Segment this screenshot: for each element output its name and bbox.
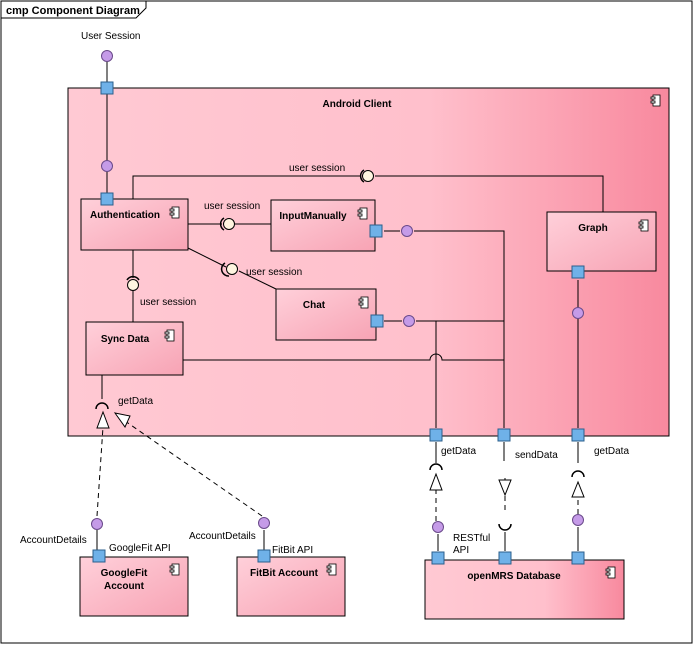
fitbit-api-port[interactable] xyxy=(257,549,271,563)
fitbit-account-component[interactable] xyxy=(236,556,346,617)
googlefit-realization xyxy=(96,426,104,517)
auth-graph-req-wire xyxy=(132,175,360,199)
sync-data-title: Sync Data xyxy=(101,334,150,345)
sync-getdata-label: getData xyxy=(118,396,153,407)
googlefit-account-details-label: AccountDetails xyxy=(20,535,87,546)
restful-label-line1: RESTful xyxy=(453,533,490,544)
googlefit-arrowhead xyxy=(96,410,110,429)
graph-session-ball xyxy=(362,170,374,182)
sync-session-socket xyxy=(126,275,140,281)
openmrs-getdata-arrowhead xyxy=(429,472,443,491)
input-senddata-wire xyxy=(414,230,505,428)
openmrs-senddata-port[interactable] xyxy=(498,551,512,565)
input-session-socket xyxy=(219,217,225,231)
googlefit-title-line1: GoogleFit xyxy=(101,568,148,579)
auth-chat-wire xyxy=(187,247,227,268)
openmrs-restful-port[interactable] xyxy=(431,551,445,565)
user-session-top-label: User Session xyxy=(81,31,140,42)
frame-tab xyxy=(1,1,147,19)
googlefit-api-label: GoogleFit API xyxy=(109,543,171,554)
fitbit-account-details-label: AccountDetails xyxy=(189,531,256,542)
input-manually-title: InputManually xyxy=(279,211,347,222)
graph-getdata-label: getData xyxy=(594,446,629,457)
graph-provided xyxy=(572,307,584,319)
android-client-title: Android Client xyxy=(323,99,393,110)
frame-title: cmp Component Diagram xyxy=(6,5,140,17)
graph-getdata-socket xyxy=(571,470,585,478)
input-manually-port[interactable] xyxy=(369,224,383,238)
chat-getdata-socket xyxy=(429,463,443,471)
authentication-component[interactable] xyxy=(80,198,189,251)
graph-session-wire xyxy=(375,175,604,212)
sync-session-label: user session xyxy=(140,297,196,308)
input-session-ball xyxy=(223,218,235,230)
openmrs-restful-provided xyxy=(432,521,444,533)
android-session-port[interactable] xyxy=(100,81,114,95)
chat-title: Chat xyxy=(303,300,326,311)
chat-getdata-label: getData xyxy=(441,446,476,457)
auth-session-port[interactable] xyxy=(100,192,114,206)
graph-title: Graph xyxy=(578,223,607,234)
graph-session-label: user session xyxy=(289,163,345,174)
graph-component[interactable] xyxy=(546,211,657,272)
input-manually-component[interactable] xyxy=(270,199,376,252)
fitbit-api-label: FitBit API xyxy=(272,545,313,556)
chat-session-wire xyxy=(238,270,277,290)
chat-session-socket xyxy=(220,262,230,277)
graph-port[interactable] xyxy=(571,265,585,279)
senddata-arrowhead xyxy=(498,479,512,497)
sync-session-ball xyxy=(127,279,139,291)
chat-provided xyxy=(403,315,415,327)
openmrs-graph-arrowhead xyxy=(571,480,585,498)
user-session-provided xyxy=(101,50,113,62)
fitbit-provided xyxy=(258,517,270,529)
googlefit-provided xyxy=(91,518,103,530)
openmrs-getdata-provided xyxy=(572,514,584,526)
openmrs-senddata-socket xyxy=(498,523,512,531)
senddata-label: sendData xyxy=(515,450,558,461)
sync-getdata-wire xyxy=(183,353,504,361)
chat-port[interactable] xyxy=(370,314,384,328)
openmrs-database-component[interactable] xyxy=(424,559,625,620)
fitbit-arrowhead xyxy=(113,412,131,428)
chat-session-label: user session xyxy=(246,267,302,278)
fitbit-title: FitBit Account xyxy=(250,568,319,579)
fitbit-realization xyxy=(124,420,263,517)
input-session-label: user session xyxy=(204,201,260,212)
android-graph-getdata-port[interactable] xyxy=(571,428,585,442)
openmrs-title: openMRS Database xyxy=(467,571,561,582)
googlefit-title-line2: Account xyxy=(104,581,145,592)
authentication-title: Authentication xyxy=(90,210,160,221)
chat-session-ball xyxy=(226,263,238,275)
sync-getdata-socket xyxy=(95,402,109,410)
googlefit-api-port[interactable] xyxy=(92,549,106,563)
auth-session-provided xyxy=(101,160,113,172)
openmrs-getdata-port[interactable] xyxy=(571,551,585,565)
restful-label-line2: API xyxy=(453,545,469,556)
android-senddata-port[interactable] xyxy=(497,428,511,442)
input-provided xyxy=(401,225,413,237)
android-getdata-port[interactable] xyxy=(429,428,443,442)
graph-session-socket xyxy=(359,169,365,183)
